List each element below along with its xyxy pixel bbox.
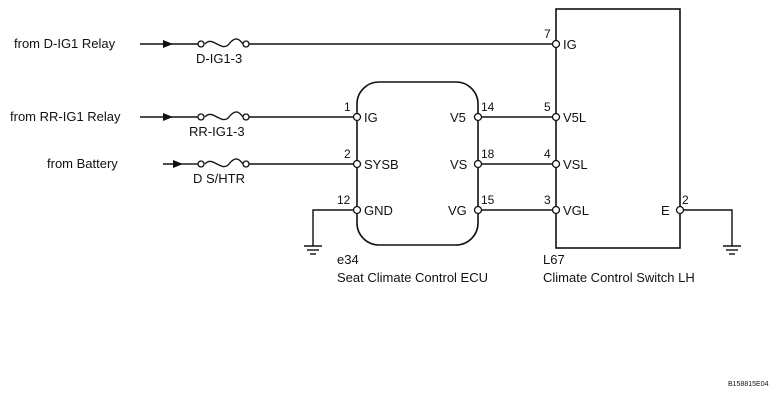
switch-pin-4 <box>551 159 561 169</box>
ecu-name: Seat Climate Control ECU <box>337 270 488 285</box>
ecu-pin-14-label: V5 <box>450 110 466 125</box>
ecu-pin-2-number: 2 <box>344 147 351 161</box>
switch-pin-2 <box>675 205 685 215</box>
switch-pin-2-number: 2 <box>682 193 689 207</box>
wire-rr-ig1 <box>140 111 353 121</box>
switch-pin-3-number: 3 <box>544 193 551 207</box>
switch-pin-7 <box>551 39 561 49</box>
fuse-label-d-ig1-3: D-IG1-3 <box>196 51 242 66</box>
ecu-pin-12-label: GND <box>364 203 393 218</box>
switch-pin-3-label: VGL <box>563 203 589 218</box>
source-rr-ig1-relay: from RR-IG1 Relay <box>10 109 121 124</box>
ecu-pin-1 <box>352 112 362 122</box>
wire-d-ig1 <box>140 38 552 48</box>
source-battery: from Battery <box>47 156 118 171</box>
fuse-label-ds-htr: D S/HTR <box>193 171 245 186</box>
fuse-label-rr-ig1-3: RR-IG1-3 <box>189 124 245 139</box>
switch-pin-5-label: V5L <box>563 110 586 125</box>
ecu-pin-2 <box>352 159 362 169</box>
switch-pin-3 <box>551 205 561 215</box>
wire-ecu-gnd <box>304 209 353 255</box>
wire-switch-e-gnd <box>684 209 741 255</box>
switch-code: L67 <box>543 252 565 267</box>
ecu-pin-14 <box>473 112 483 122</box>
switch-pin-7-label: IG <box>563 37 577 52</box>
wire-battery <box>163 158 353 168</box>
ecu-pin-18 <box>473 159 483 169</box>
ecu-pin-15-label: VG <box>448 203 467 218</box>
ecu-pin-15 <box>473 205 483 215</box>
ecu-pin-12-number: 12 <box>337 193 351 207</box>
switch-pin-5-number: 5 <box>544 100 551 114</box>
ecu-pin-14-number: 14 <box>481 100 495 114</box>
ecu-pin-2-label: SYSB <box>364 157 399 172</box>
figure-id: B158815E04 <box>728 381 769 388</box>
switch-pin-2-label: E <box>661 203 670 218</box>
ecu-pin-18-number: 18 <box>481 147 495 161</box>
switch-name: Climate Control Switch LH <box>543 270 695 285</box>
ecu-pin-18-label: VS <box>450 157 468 172</box>
switch-pin-5 <box>551 112 561 122</box>
switch-pin-4-label: VSL <box>563 157 588 172</box>
switch-pin-4-number: 4 <box>544 147 551 161</box>
source-d-ig1-relay: from D-IG1 Relay <box>14 36 116 51</box>
switch-pin-7-number: 7 <box>544 27 551 41</box>
ecu-pin-15-number: 15 <box>481 193 495 207</box>
climate-switch-box <box>555 8 681 249</box>
ecu-code: e34 <box>337 252 359 267</box>
ecu-pin-12 <box>352 205 362 215</box>
ecu-pin-1-label: IG <box>364 110 378 125</box>
ecu-pin-1-number: 1 <box>344 100 351 114</box>
